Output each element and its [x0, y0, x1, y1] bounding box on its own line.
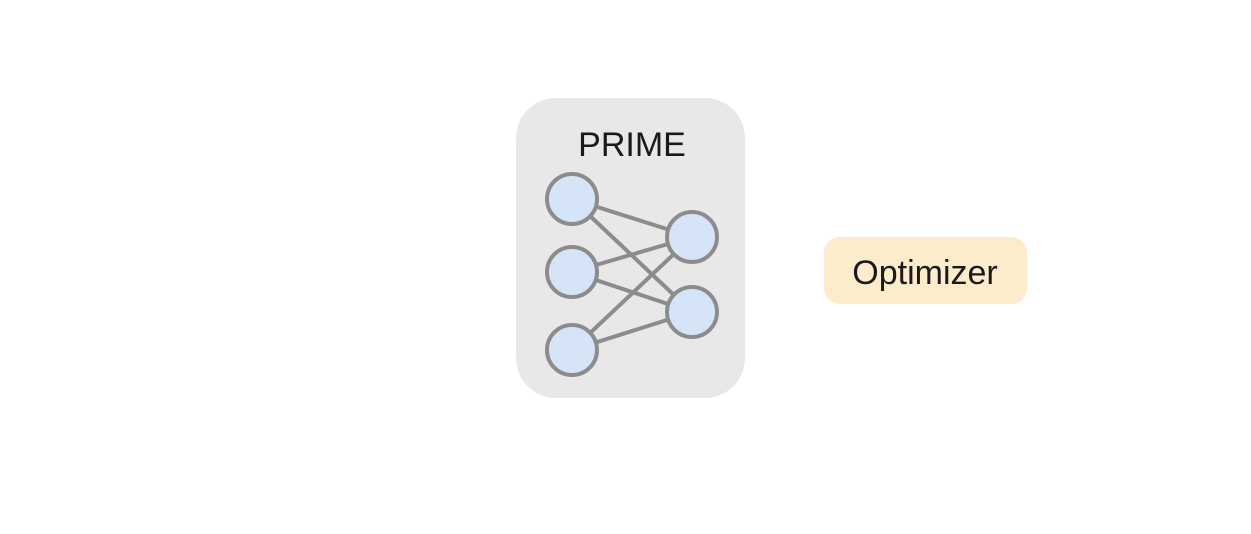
network-node-input-3[interactable]: [545, 323, 599, 377]
network-input-layer: [545, 172, 599, 377]
network-node-output-1[interactable]: [665, 210, 719, 264]
network-node-input-2[interactable]: [545, 245, 599, 299]
edge-in3-out1: [570, 235, 694, 352]
optimizer-badge-background: [824, 237, 1027, 304]
optimizer-badge-label: Optimizer: [852, 254, 997, 292]
prime-card-title: PRIME: [578, 126, 686, 164]
optimizer-badge[interactable]: Optimizer: [824, 237, 1027, 304]
network-node-input-1[interactable]: [545, 172, 599, 226]
network-output-layer: [665, 210, 719, 339]
network-node-output-2[interactable]: [665, 285, 719, 339]
prime-model-card[interactable]: PRIME: [516, 98, 745, 398]
